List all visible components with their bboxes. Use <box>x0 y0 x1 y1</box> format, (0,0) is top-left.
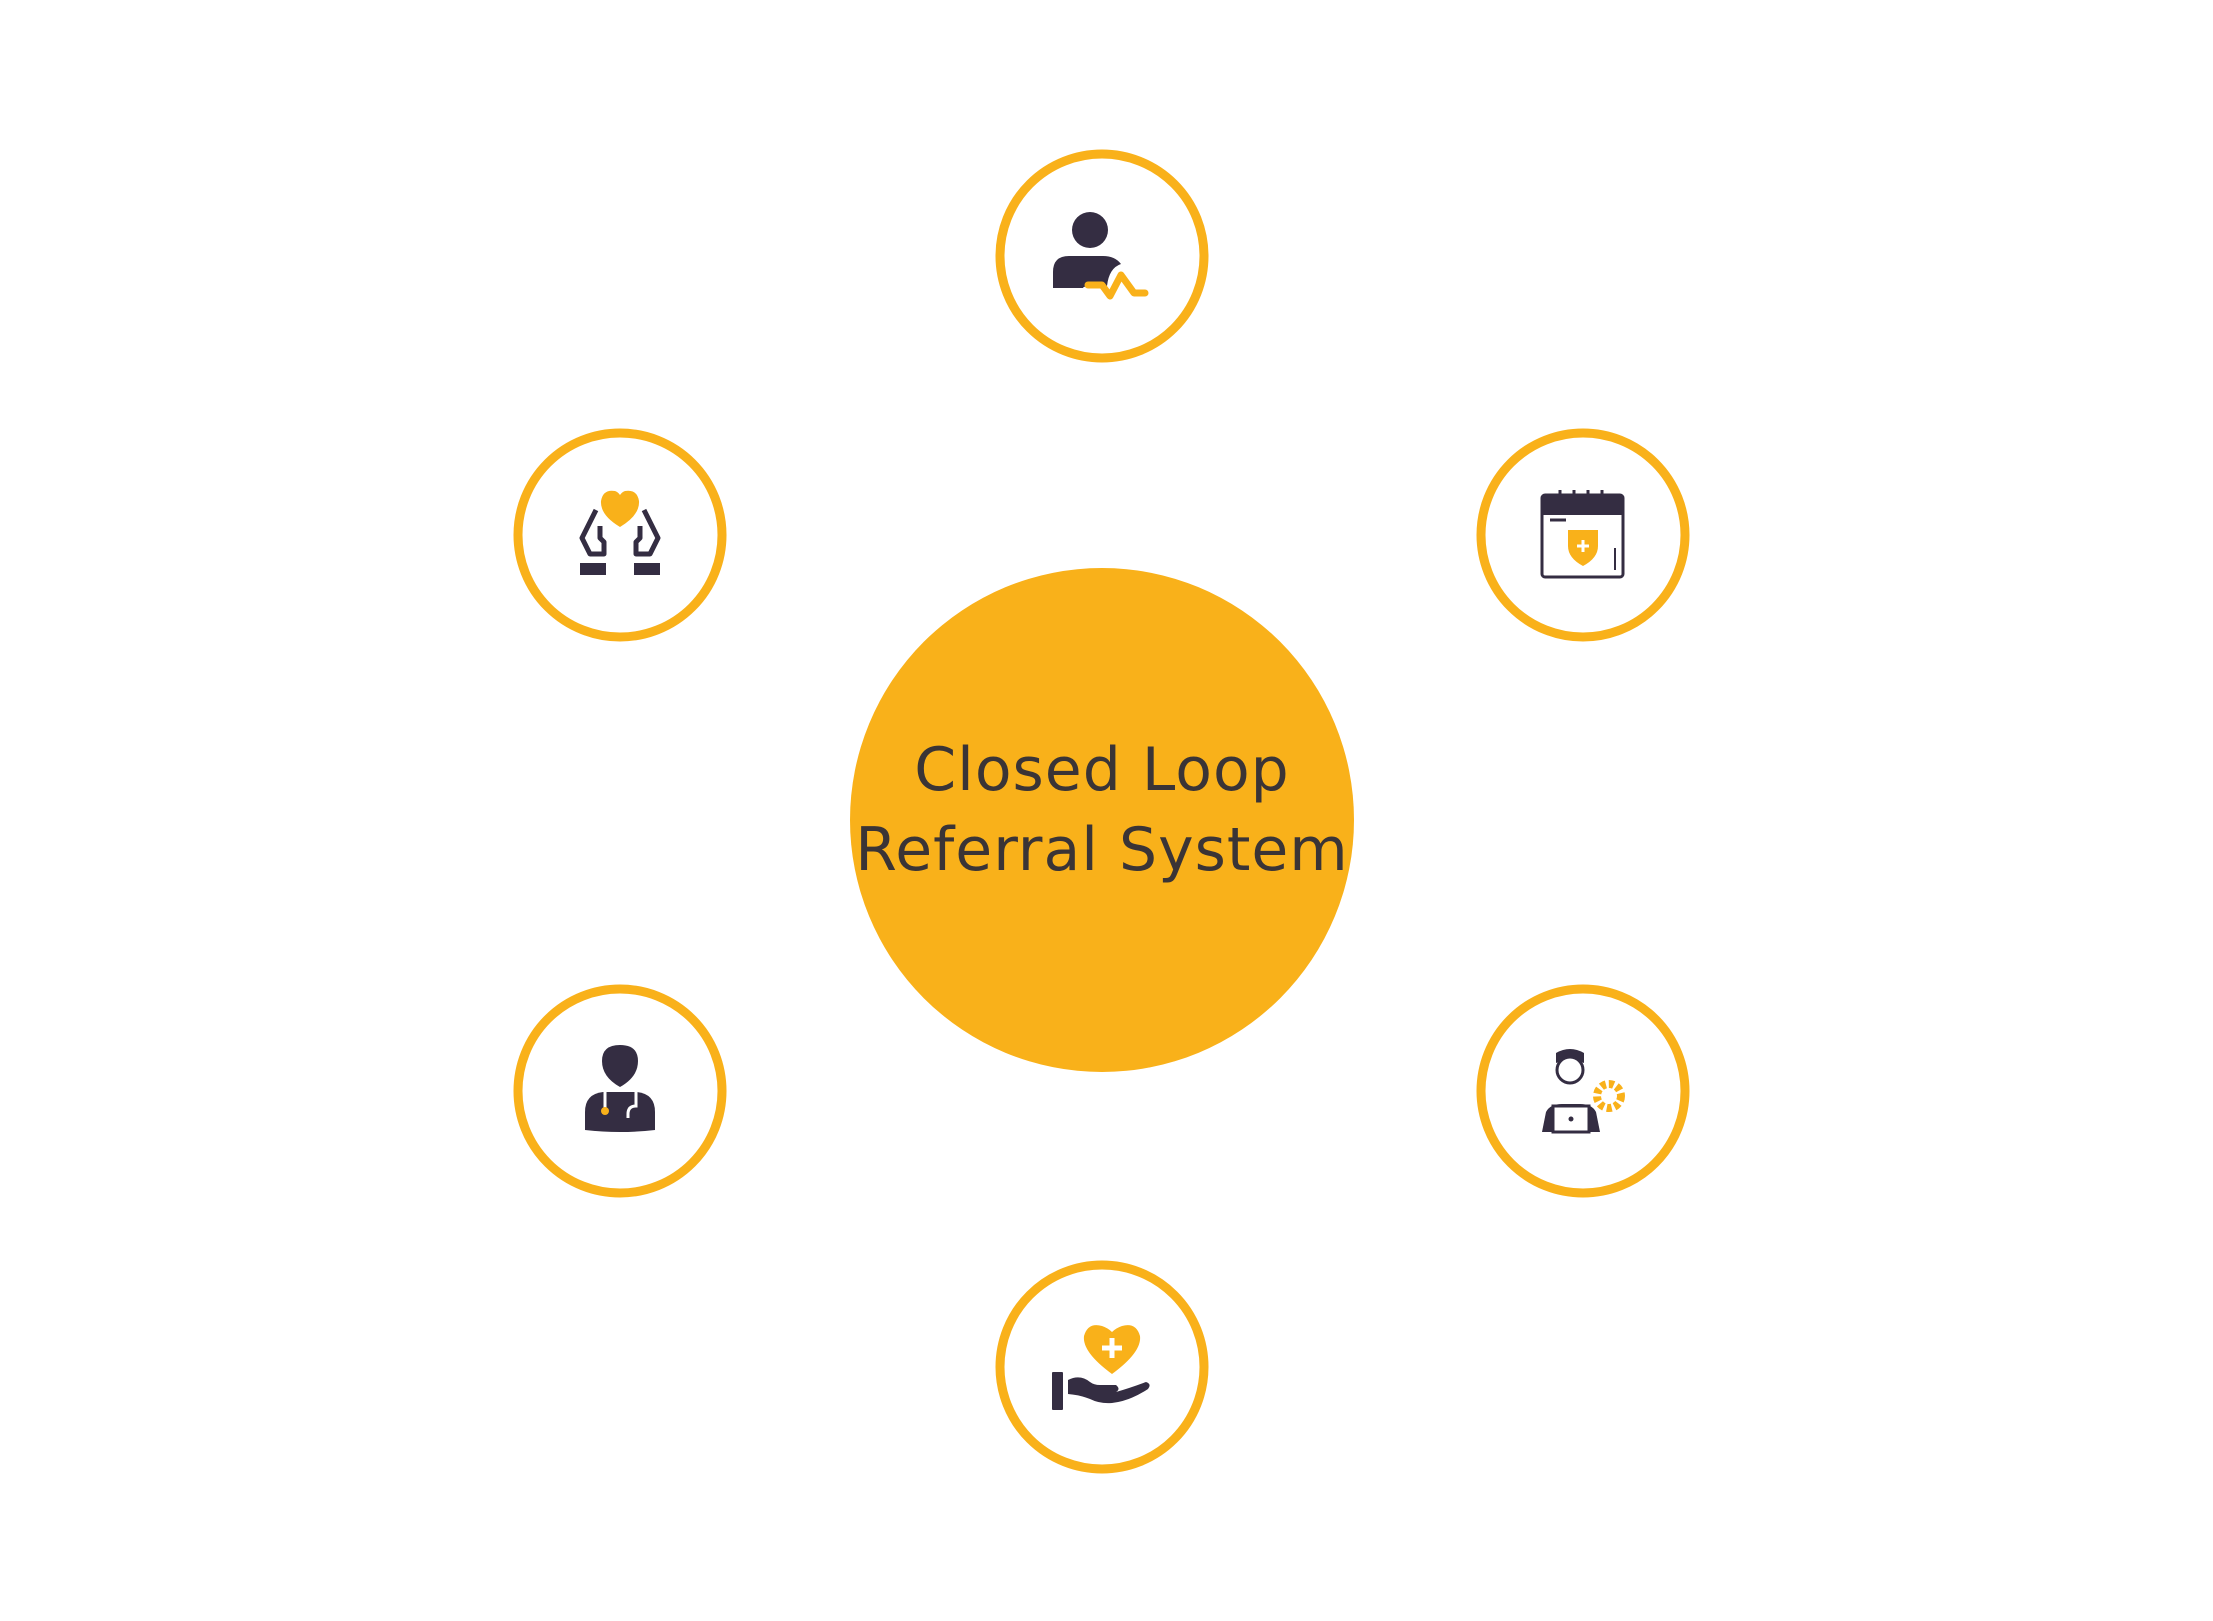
center-title-line2: Referral System <box>855 815 1349 885</box>
center-title-line1: Closed Loop <box>914 735 1290 805</box>
node-appointment-scheduling <box>1476 428 1690 642</box>
hand-heart-medical-icon <box>1052 1325 1150 1410</box>
center-title: Closed Loop Referral System <box>851 730 1353 890</box>
center-hub <box>850 568 1354 1072</box>
node-care-coordinator <box>1476 984 1690 1198</box>
hands-heart-care-icon <box>579 490 661 575</box>
doctor-stethoscope-icon <box>585 1045 655 1132</box>
patient-heartbeat-icon <box>1053 212 1149 300</box>
node-patient-care <box>513 428 727 642</box>
calendar-shield-icon <box>1540 490 1625 579</box>
support-agent-laptop-gear-icon <box>1542 1049 1625 1134</box>
node-provider <box>513 984 727 1198</box>
node-patient-monitoring <box>995 149 1209 363</box>
node-care-delivery <box>995 1260 1209 1474</box>
